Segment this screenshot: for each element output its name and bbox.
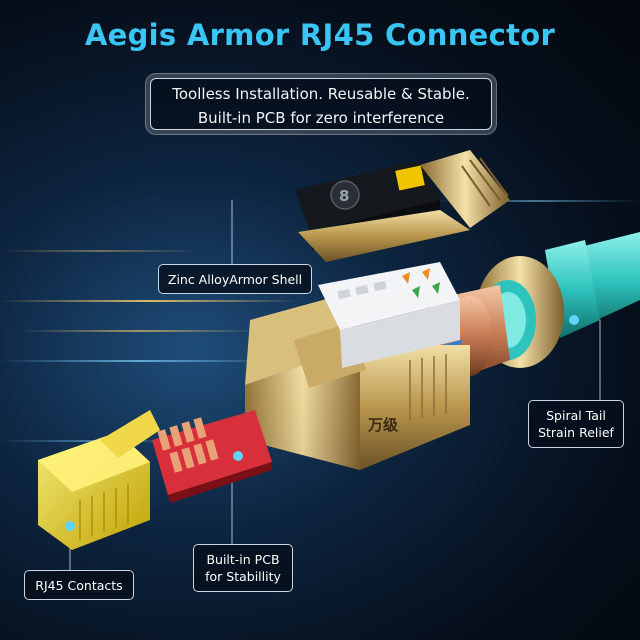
tagline-box: Toolless Installation. Reusable & Stable… xyxy=(150,78,492,130)
light-streak xyxy=(0,300,300,302)
tagline-line-1: Toolless Installation. Reusable & Stable… xyxy=(172,85,470,103)
callout-rj45-label: RJ45 Contacts xyxy=(35,578,123,593)
tagline-line-2: Built-in PCB for zero interference xyxy=(197,109,445,127)
brand-mark: 万级 xyxy=(367,416,399,434)
callout-zinc-shell: Zinc AlloyArmor Shell xyxy=(158,264,312,294)
callout-pcb-line-1: Built-in PCB xyxy=(206,552,280,567)
zinc-shell-body: 万级 xyxy=(245,298,470,470)
callout-rj45-contacts: RJ45 Contacts xyxy=(24,570,134,600)
light-streak xyxy=(20,330,260,332)
keystone-insert xyxy=(318,262,460,368)
light-streak xyxy=(430,200,640,202)
top-lid: 8 xyxy=(295,150,510,262)
callout-spiral-line-2: Strain Relief xyxy=(538,425,614,440)
rj45-plug xyxy=(38,410,160,550)
light-streak xyxy=(0,360,280,362)
callout-pcb-line-2: for Stabillity xyxy=(205,569,281,584)
light-streak xyxy=(0,440,180,442)
callout-zinc-shell-label: Zinc AlloyArmor Shell xyxy=(167,272,303,287)
page-title: Aegis Armor RJ45 Connector xyxy=(84,18,556,52)
callout-spiral-tail: Spiral Tail Strain Relief xyxy=(528,400,624,448)
callout-spiral-line-1: Spiral Tail xyxy=(546,408,606,423)
light-streak xyxy=(0,250,200,252)
number-badge: 8 xyxy=(339,187,349,205)
callout-pcb: Built-in PCB for Stabillity xyxy=(193,544,293,592)
pcb-board xyxy=(152,410,272,503)
